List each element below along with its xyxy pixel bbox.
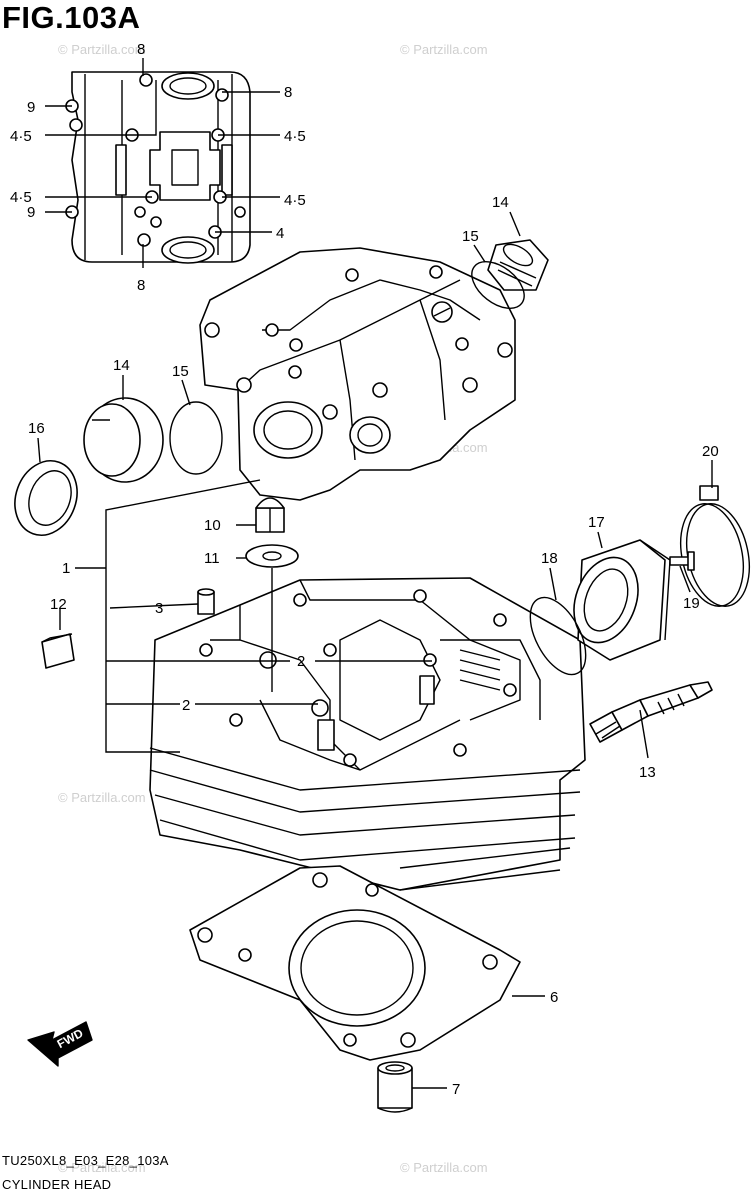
callout-2[interactable]: 2 [297,653,305,670]
part-15-o-ring-left [169,401,223,475]
part-20-clamp [680,485,750,607]
watermark: © Partzilla.com [400,42,488,57]
part-12-bushing [41,633,75,669]
cylinder-block [149,577,586,891]
part-13-spark-plug [589,681,713,743]
callout-8[interactable]: 8 [284,84,292,101]
callout-3[interactable]: 3 [155,600,163,617]
watermark: © Partzilla.com [58,790,146,805]
callout-18[interactable]: 18 [541,550,558,567]
callout-15[interactable]: 15 [172,363,189,380]
part-10-cap-nut [255,497,285,533]
part-15-o-ring-upper [471,261,525,309]
leader-lines [37,58,713,1089]
part-6-head-gasket [189,865,521,1061]
figure-title: FIG.103A [2,0,141,35]
watermark: © Partzilla.com [58,42,146,57]
callout-8[interactable]: 8 [137,41,145,58]
part-17-intake-pipe [573,539,671,661]
part-11-washer [245,544,299,568]
callout-15[interactable]: 15 [462,228,479,245]
part-14-cap-upper [487,239,549,291]
callout-6[interactable]: 6 [550,989,558,1006]
callout-4-5[interactable]: 4·5 [284,192,306,209]
callout-19[interactable]: 19 [683,595,700,612]
callout-4-5[interactable]: 4·5 [284,128,306,145]
callout-9[interactable]: 9 [27,204,35,221]
part-3-dowel [197,588,215,615]
part-7-dowel [377,1061,413,1113]
part-16-seal [14,460,78,536]
callout-13[interactable]: 13 [639,764,656,781]
callout-4-5[interactable]: 4·5 [10,128,32,145]
callout-7[interactable]: 7 [452,1081,460,1098]
callout-1[interactable]: 1 [62,560,70,577]
callout-2[interactable]: 2 [182,697,190,714]
fwd-arrow-icon: FWD [27,1021,93,1067]
cylinder-head-cover [65,71,251,264]
callout-4-5[interactable]: 4·5 [10,189,32,206]
callout-14[interactable]: 14 [113,357,130,374]
callout-14[interactable]: 14 [492,194,509,211]
callout-20[interactable]: 20 [702,443,719,460]
callout-16[interactable]: 16 [28,420,45,437]
model-code: TU250XL8_E03_E28_103A [2,1153,169,1168]
callout-4[interactable]: 4 [276,225,284,242]
callout-17[interactable]: 17 [588,514,605,531]
callout-11[interactable]: 11 [204,550,220,567]
assembly-name: CYLINDER HEAD [2,1177,112,1192]
callout-10[interactable]: 10 [204,517,221,534]
callout-9[interactable]: 9 [27,99,35,116]
callout-12[interactable]: 12 [50,596,67,613]
callout-8[interactable]: 8 [137,277,145,294]
part-14-cap-left [83,397,164,483]
watermark: © Partzilla.com [400,1160,488,1175]
watermark: © Partzilla.com [58,1160,146,1175]
part-18-o-ring [529,596,587,676]
part-19-clamp-screw [669,551,695,571]
cylinder-head [199,247,516,501]
callout-labels: 8 8 9 4·5 4·5 4·5 4·5 9 4 8 14 15 14 15 … [10,41,719,1098]
